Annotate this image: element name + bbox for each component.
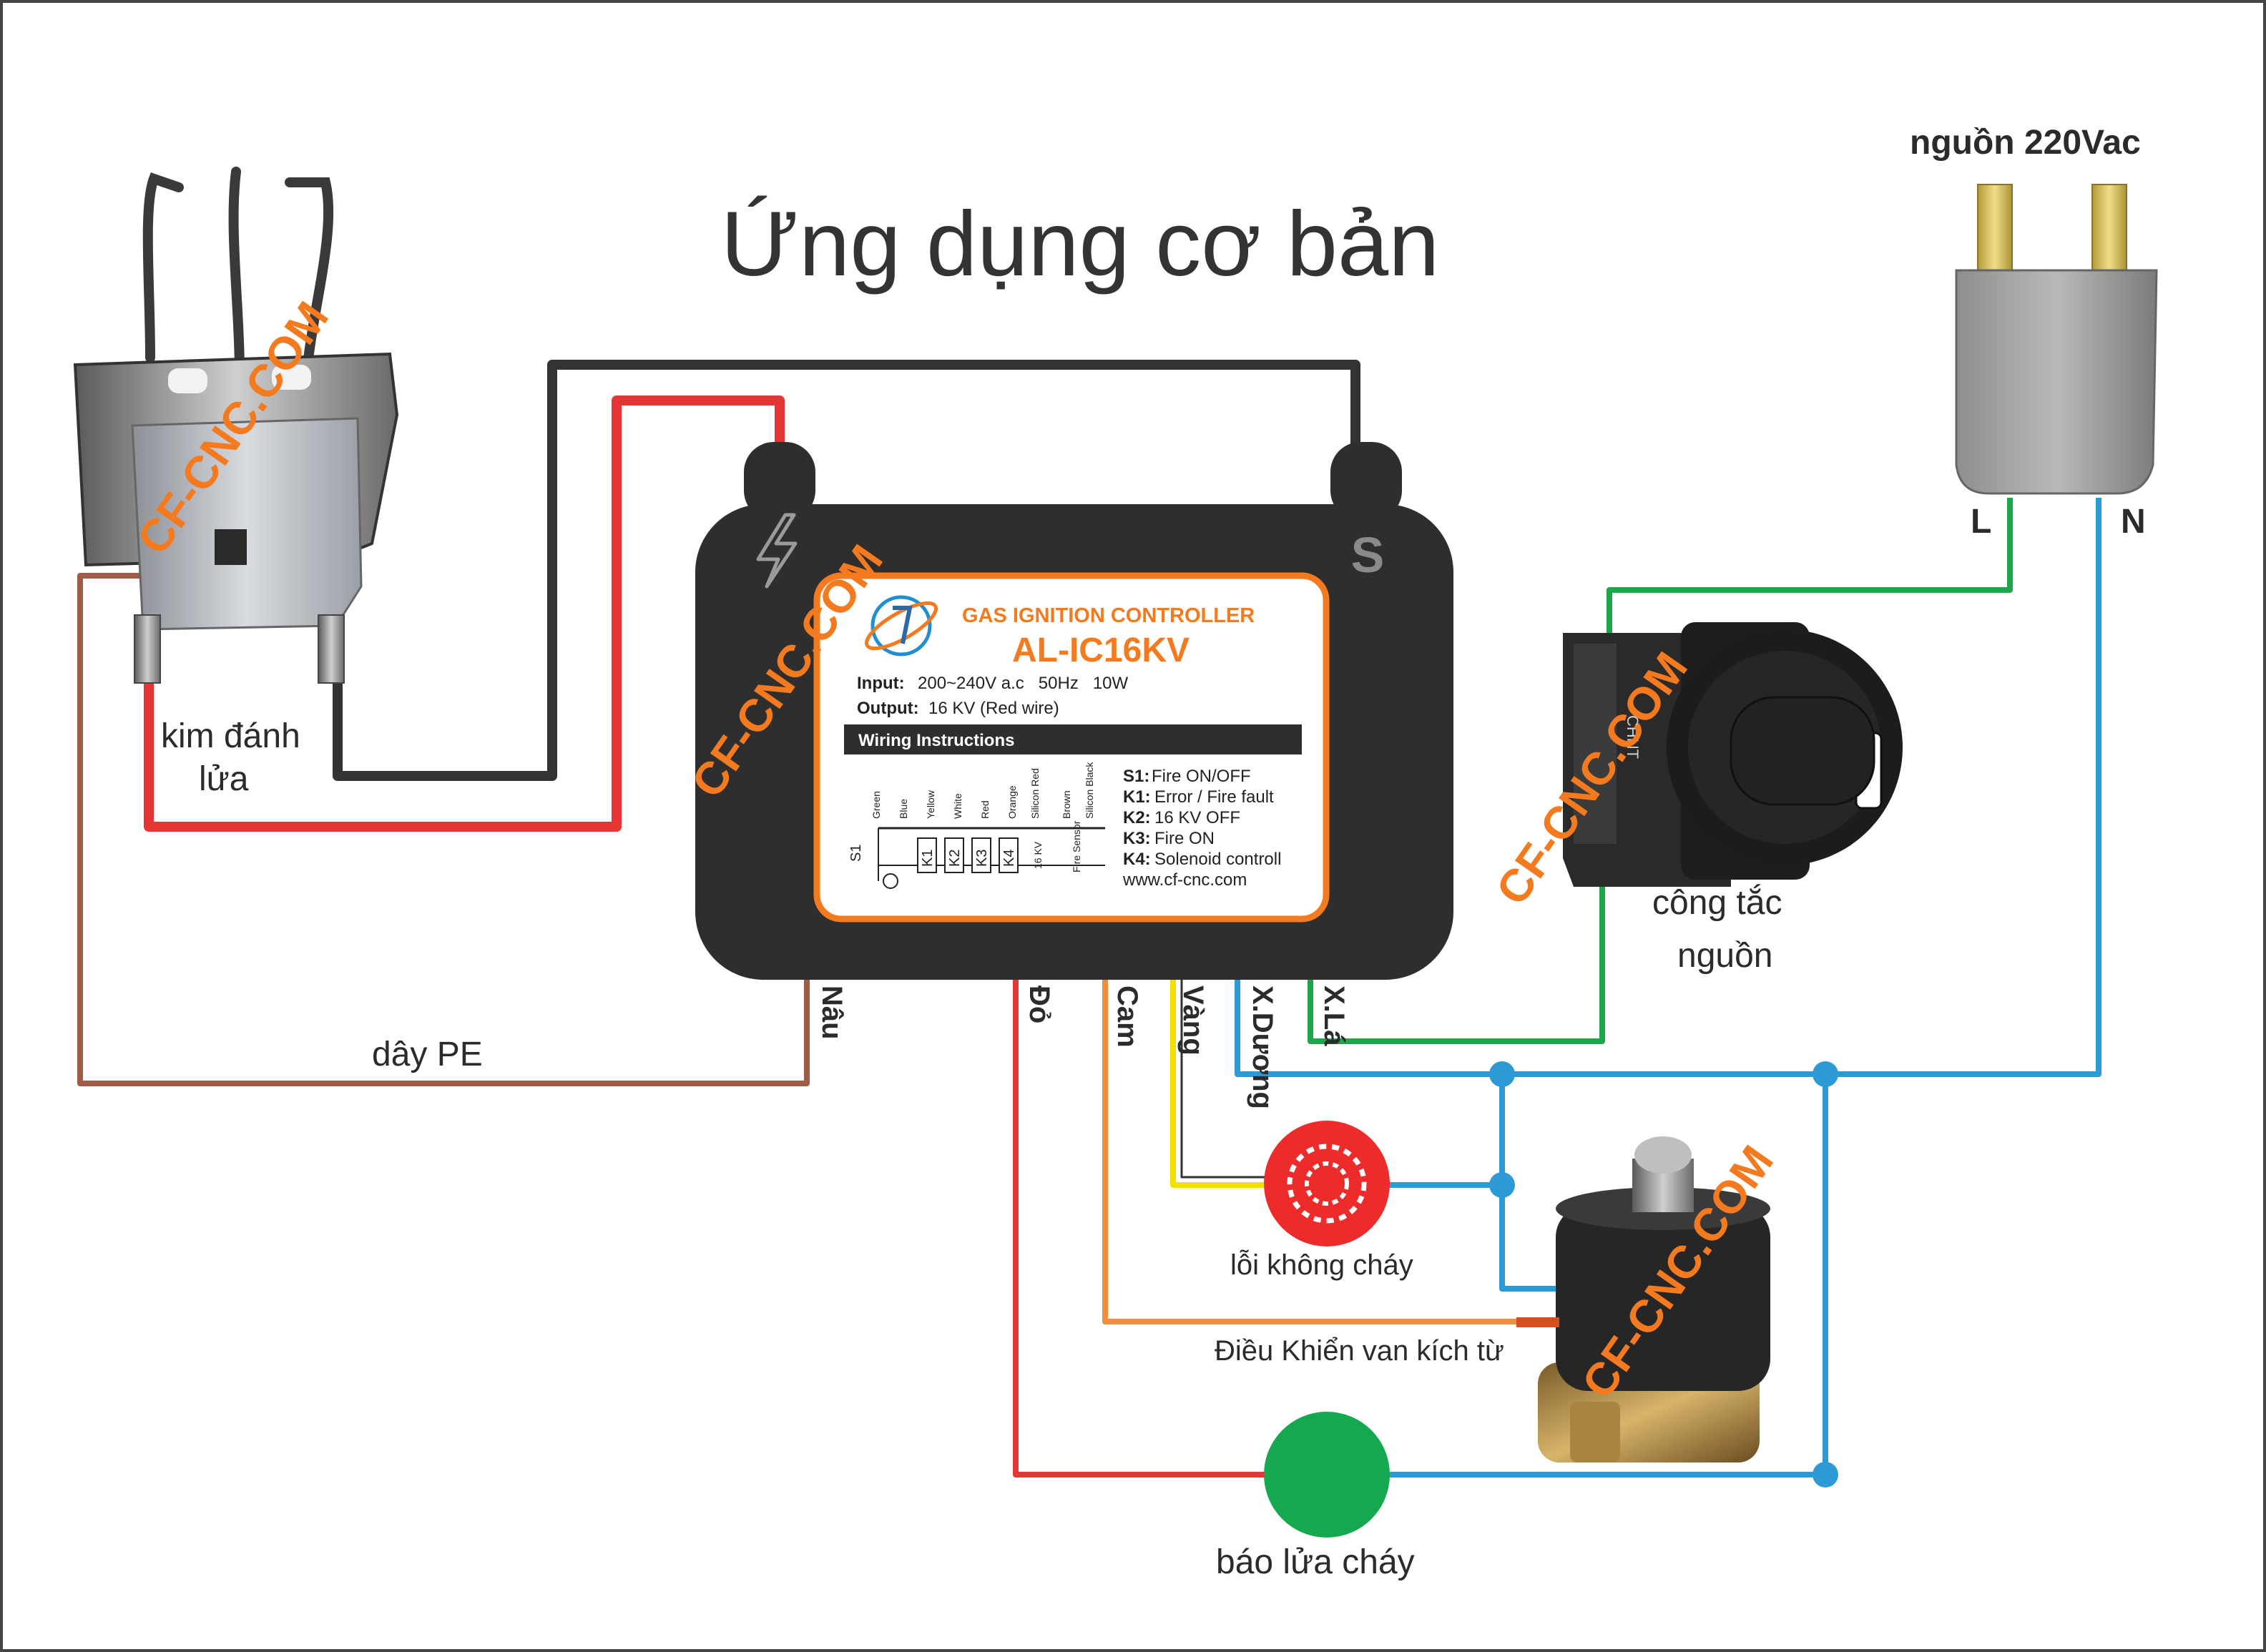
col-yellow: Yellow: [925, 790, 936, 819]
sensor-terminal-mark: S: [1351, 527, 1385, 583]
fire-lamp-label: báo lửa cháy: [1216, 1543, 1415, 1581]
valve-control-label: Điều Khiển van kích từ: [1215, 1335, 1504, 1367]
controller-model: AL-IC16KV: [1012, 631, 1190, 669]
wiring-title: Wiring Instructions: [858, 731, 1014, 750]
tag-red: Đỏ: [1024, 985, 1055, 1023]
col-blue: Blue: [898, 799, 909, 819]
k1-box: K1: [920, 850, 936, 867]
k2-box: K2: [947, 850, 963, 867]
blue-neutral-wire: [1235, 498, 2101, 1077]
brand-logo-icon: [865, 595, 938, 657]
legend-key-k1: K1:: [1123, 787, 1151, 807]
output-label: Output:: [857, 699, 919, 718]
legend-key-k4: K4:: [1123, 850, 1151, 869]
legend-text-k3: Fire ON: [1154, 829, 1215, 848]
junctions: [1489, 1061, 1838, 1488]
website-text: www.cf-cnc.com: [1122, 870, 1247, 890]
tag-orange: Cam: [1112, 985, 1143, 1048]
page-title: Ứng dụng cơ bản: [721, 193, 1440, 295]
k3-box: K3: [974, 850, 990, 867]
col-silicon-red: Silicon Red: [1029, 768, 1041, 819]
electrode-label-line1: kim đánh: [161, 717, 300, 755]
legend-key-k2: K2:: [1123, 808, 1151, 827]
green-live-wire-top: [1607, 498, 2013, 646]
error-lamp-label: lỗi không cháy: [1230, 1249, 1413, 1281]
orange-out-wire: [1102, 975, 1519, 1324]
junction-dot: [1489, 1061, 1515, 1087]
legend-key-k3: K3:: [1123, 829, 1151, 848]
s1-mark: S1: [848, 845, 864, 862]
legend-text-k2: 16 KV OFF: [1154, 808, 1240, 827]
terminal-fire-sensor: Fire Sensor: [1071, 820, 1082, 872]
red-hv-wire: [144, 395, 785, 832]
wire-tags: Nâu Đỏ Cam Vàng X.Dương X.Lá: [816, 985, 1350, 1109]
input-label: Input:: [857, 674, 905, 693]
junction-dot: [1813, 1462, 1838, 1488]
power-source-label: nguồn 220Vac: [1910, 124, 2141, 162]
terminal-16kv: 16 KV: [1032, 841, 1044, 869]
red-out-wire: [1013, 975, 1269, 1478]
switch-label-line2: nguồn: [1677, 937, 1772, 975]
legend-text-s1: Fire ON/OFF: [1152, 767, 1251, 786]
yellow-out-wire: [1170, 975, 1267, 1188]
tag-brown: Nâu: [816, 985, 848, 1040]
solenoid-valve: [1516, 1136, 1770, 1462]
power-switch: CHNT: [1563, 622, 1903, 887]
k-boxes: K1 K2 K3 K4: [917, 837, 1019, 873]
plug-n-label: N: [2121, 503, 2146, 541]
switch-label-line1: công tắc: [1652, 883, 1782, 922]
error-lamp: [1264, 1121, 1390, 1247]
controller-header: GAS IGNITION CONTROLLER: [962, 604, 1255, 627]
fire-lamp: [1264, 1412, 1390, 1538]
legend-key-s1: S1:: [1123, 767, 1149, 786]
brown-pe-wire: [77, 573, 810, 1086]
pe-wire-label: dây PE: [372, 1036, 483, 1073]
black-wire: [333, 360, 1360, 781]
col-brown: Brown: [1061, 790, 1072, 819]
col-silicon-black: Silicon Black: [1084, 762, 1095, 819]
tag-green: X.Lá: [1318, 985, 1350, 1046]
power-plug: [1955, 184, 2158, 495]
col-orange: Orange: [1006, 785, 1018, 819]
switch-brand: CHNT: [1624, 715, 1642, 759]
tag-blue: X.Dương: [1247, 985, 1278, 1109]
column-headers: Green Blue Yellow White Red Orange Silic…: [870, 762, 1095, 819]
k4-box: K4: [1001, 850, 1017, 867]
output-value: 16 KV (Red wire): [928, 699, 1059, 718]
tag-yellow: Vàng: [1177, 985, 1209, 1056]
electrode-label-line2: lửa: [199, 760, 249, 798]
junction-dot: [1489, 1172, 1515, 1198]
ignition-electrode: [73, 167, 399, 684]
col-white: White: [952, 793, 963, 819]
legend-text-k1: Error / Fire fault: [1154, 787, 1274, 807]
col-red: Red: [979, 800, 991, 819]
plug-l-label: L: [1971, 503, 1991, 541]
input-value: 200~240V a.c 50Hz 10W: [918, 674, 1129, 693]
legend-text-k4: Solenoid controll: [1154, 850, 1281, 869]
high-voltage-icon: [756, 513, 798, 589]
junction-dot: [1813, 1061, 1838, 1087]
controller-legend: S1: Fire ON/OFF K1: Error / Fire fault K…: [1122, 767, 1281, 890]
controller-box: S GAS IGNITION CONTROLLER AL-IC16KV Inpu…: [695, 442, 1453, 980]
wiring-mini-diagram: Green Blue Yellow White Red Orange Silic…: [848, 762, 1105, 889]
col-green: Green: [870, 791, 882, 819]
wires: [77, 360, 2101, 1478]
blue-branch-a: [1499, 1071, 1569, 1292]
